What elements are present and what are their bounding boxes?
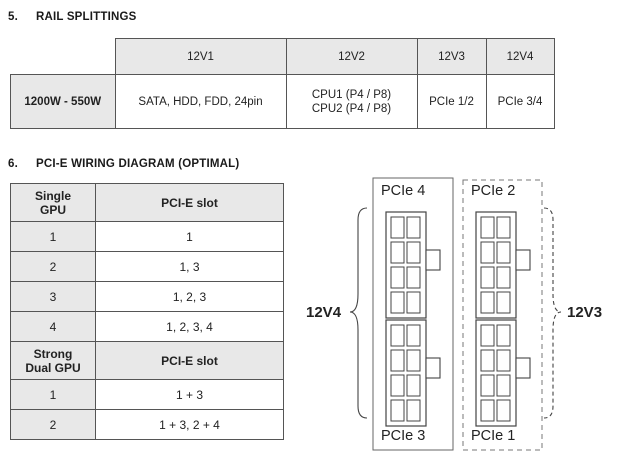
section-5-number: 5.: [8, 11, 18, 23]
connector-pin: [496, 291, 511, 314]
right-brace-icon: [543, 207, 562, 419]
rail-cell-12v3: PCIe 1/2: [416, 74, 487, 129]
connector-latch: [515, 249, 531, 271]
single-slot-value: 1: [95, 221, 284, 252]
connector-pin: [406, 349, 421, 372]
connector-pin: [480, 216, 495, 239]
dual-gpu-header: Strong Dual GPU: [10, 341, 96, 380]
connector-latch: [425, 357, 441, 379]
rail-header-12v3: 12V3: [416, 38, 487, 75]
connector-pin: [496, 241, 511, 264]
dual-slot-header: PCI-E slot: [95, 341, 284, 380]
connector-pin: [480, 399, 495, 422]
connector-pin: [406, 266, 421, 289]
rail-cell-12v4: PCIe 3/4: [485, 74, 555, 129]
single-gpu-header: Single GPU: [10, 183, 96, 222]
dual-gpu-count: 1: [10, 379, 96, 410]
connector-pin: [390, 241, 405, 264]
dual-slot-value: 1 + 3, 2 + 4: [95, 409, 284, 440]
connector-pin: [496, 216, 511, 239]
connector-pin: [496, 324, 511, 347]
table-row: 3 1, 2, 3: [10, 281, 284, 312]
pcie1-label: PCIe 1: [471, 428, 516, 444]
connector-pin: [406, 399, 421, 422]
connector-group: [385, 211, 531, 427]
table-row: 1 1: [10, 221, 284, 252]
section-6-number: 6.: [8, 158, 18, 170]
rail-header-12v2: 12V2: [285, 38, 418, 75]
dual-gpu-header-line2: Dual GPU: [25, 360, 81, 375]
connector-pin: [480, 291, 495, 314]
wiring-diagram-graphic: [349, 177, 562, 451]
section-5-heading: RAIL SPLITTINGS: [36, 11, 137, 23]
connector-pin: [390, 374, 405, 397]
rail-header-12v4: 12V4: [485, 38, 555, 75]
single-gpu-count: 2: [10, 251, 96, 282]
connector-pin: [480, 324, 495, 347]
table-row: 2 1, 3: [10, 251, 284, 282]
section-6-heading: PCI-E WIRING DIAGRAM (OPTIMAL): [36, 158, 240, 170]
left-brace-icon: [349, 207, 368, 419]
pcie-wiring-diagram: 12V4 12V3 PCIe 4 PCIe 3 PCIe 2 PCIe 1: [300, 170, 626, 460]
section-5-title: 5. RAIL SPLITTINGS: [8, 11, 137, 23]
rail-cell-12v2-line1: CPU1 (P4 / P8): [311, 88, 392, 101]
dual-gpu-count: 2: [10, 409, 96, 440]
connector-pin: [406, 216, 421, 239]
section-6-title: 6. PCI-E WIRING DIAGRAM (OPTIMAL): [8, 158, 239, 170]
dual-slot-value: 1 + 3: [95, 379, 284, 410]
single-gpu-count: 4: [10, 311, 96, 342]
connector-pin: [390, 266, 405, 289]
rail-row-label: 1200W - 550W: [10, 74, 116, 129]
table-row: 1 1 + 3: [10, 379, 284, 410]
connector-pin: [390, 399, 405, 422]
connector-pin: [390, 324, 405, 347]
rail-label-12v4: 12V4: [306, 304, 342, 321]
connector-pin: [480, 374, 495, 397]
rail-header-12v1: 12V1: [114, 38, 287, 75]
pcie1-connector: [475, 319, 531, 427]
single-gpu-header-line2: GPU: [39, 202, 66, 217]
pcie3-label: PCIe 3: [381, 428, 426, 444]
connector-pin: [496, 266, 511, 289]
table-row: 2 1 + 3, 2 + 4: [10, 409, 284, 440]
connector-pin: [390, 291, 405, 314]
pcie4-label: PCIe 4: [381, 183, 426, 199]
single-slot-value: 1, 2, 3, 4: [95, 311, 284, 342]
rail-cell-12v1: SATA, HDD, FDD, 24pin: [114, 74, 287, 129]
12v4-group-frame: [372, 177, 454, 451]
pcie2-connector: [475, 211, 531, 319]
connector-pin: [480, 266, 495, 289]
pcie3-connector: [385, 319, 441, 427]
connector-pin: [496, 374, 511, 397]
rail-label-12v3: 12V3: [567, 304, 603, 321]
12v3-group-frame: [462, 179, 543, 451]
rail-cell-12v2: CPU1 (P4 / P8) CPU2 (P4 / P8): [285, 74, 418, 129]
single-gpu-header-line1: Single: [34, 188, 71, 203]
connector-pin: [406, 241, 421, 264]
single-slot-header: PCI-E slot: [95, 183, 284, 222]
single-gpu-count: 3: [10, 281, 96, 312]
connector-pin: [390, 349, 405, 372]
connector-latch: [515, 357, 531, 379]
connector-pin: [406, 324, 421, 347]
rail-table-corner: [11, 39, 116, 75]
connector-pin: [406, 291, 421, 314]
connector-pin: [406, 374, 421, 397]
rail-cell-12v2-line2: CPU2 (P4 / P8): [311, 102, 392, 115]
connector-pin: [390, 216, 405, 239]
connector-latch: [425, 249, 441, 271]
pcie-slot-table: Single GPU PCI-E slot 1 1 2 1, 3 3 1, 2,…: [10, 183, 284, 440]
single-slot-value: 1, 3: [95, 251, 284, 282]
single-slot-value: 1, 2, 3: [95, 281, 284, 312]
single-gpu-count: 1: [10, 221, 96, 252]
dual-gpu-header-line1: Strong: [33, 346, 73, 361]
connector-pin: [496, 399, 511, 422]
connector-pin: [480, 241, 495, 264]
pcie4-connector: [385, 211, 441, 319]
rail-splitting-table: 12V1 12V2 12V3 12V4 1200W - 550W SATA, H…: [10, 38, 555, 129]
connector-pin: [496, 349, 511, 372]
pcie2-label: PCIe 2: [471, 183, 516, 199]
table-row: 4 1, 2, 3, 4: [10, 311, 284, 342]
connector-pin: [480, 349, 495, 372]
